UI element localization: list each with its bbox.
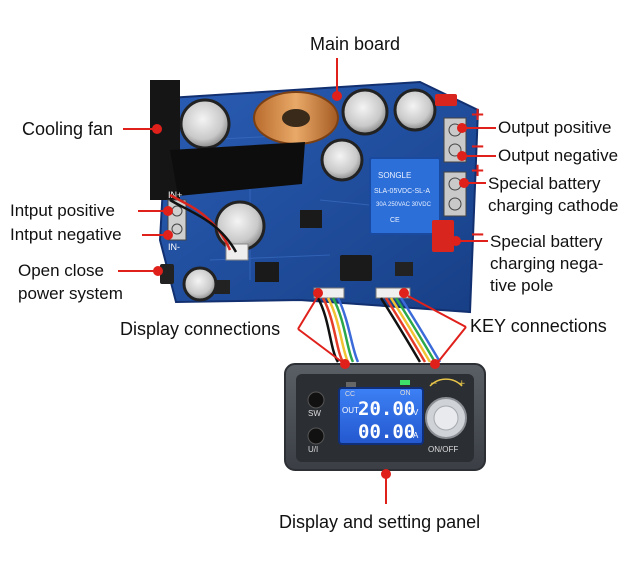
label-display-panel: Display and setting panel — [279, 512, 481, 532]
current-readout: 00.00 — [358, 421, 415, 443]
label-open-close-2: power system — [18, 284, 123, 303]
battery-plus-sign: + — [470, 160, 486, 181]
label-display-connections: Display connections — [120, 319, 281, 339]
relay-model: SLA-05VDC-SL-A — [374, 188, 430, 195]
voltage-unit: V — [413, 408, 419, 417]
display-panel-illustration — [284, 363, 486, 471]
label-output-negative: Output negative — [498, 146, 619, 165]
in-minus-silk: IN- — [168, 242, 180, 252]
knob-arc-icon — [429, 378, 463, 387]
label-open-close-1: Open close — [18, 261, 104, 280]
ui-button[interactable] — [307, 427, 325, 445]
label-key-connections: KEY connections — [470, 316, 607, 336]
knob-minus: − — [430, 379, 438, 389]
on-label: ON — [400, 390, 411, 397]
label-intput-negative: Intput negative — [10, 225, 122, 244]
ui-label: U/I — [308, 445, 318, 454]
in-plus-silk: IN+ — [168, 190, 182, 200]
battery-minus-sign: − — [470, 224, 486, 245]
label-intput-positive: Intput positive — [10, 201, 115, 220]
voltage-readout: 20.00 — [358, 398, 415, 420]
knob-plus: + — [458, 379, 466, 389]
sw-label: SW — [308, 409, 321, 418]
label-battery-cathode-2: charging cathode — [488, 196, 619, 215]
sw-button[interactable] — [307, 391, 325, 409]
cc-led — [346, 382, 356, 387]
relay-spec: 30A 250VAC 30VDC — [376, 202, 432, 208]
cc-label: CC — [345, 391, 355, 398]
on-off-label: ON/OFF — [428, 445, 458, 454]
output-minus-sign: − — [470, 136, 486, 157]
on-led — [400, 380, 410, 385]
relay-cert: CE — [390, 217, 400, 224]
ribbon-cables — [316, 297, 442, 363]
relay-brand: SONGLE — [378, 171, 411, 180]
current-unit: A — [413, 431, 419, 440]
label-battery-negative-2: charging nega- — [490, 254, 604, 273]
callout-lines — [118, 58, 496, 504]
label-output-positive: Output positive — [498, 118, 612, 137]
label-battery-negative-1: Special battery — [490, 232, 603, 251]
label-main-board: Main board — [310, 34, 401, 54]
out-label: OUT — [342, 406, 359, 415]
label-cooling-fan: Cooling fan — [22, 119, 114, 139]
label-battery-negative-3: tive pole — [490, 276, 554, 295]
main-board-illustration: SONGLE SLA-05VDC-SL-A 30A 250VAC 30VDC C… — [150, 80, 480, 314]
label-battery-cathode-1: Special battery — [488, 174, 601, 193]
output-plus-sign: + — [470, 104, 486, 125]
